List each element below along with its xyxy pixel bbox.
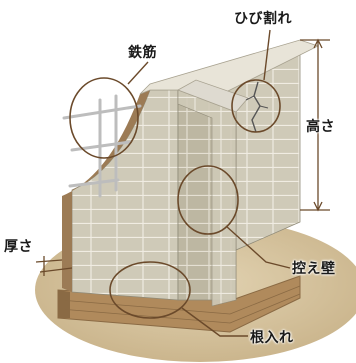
- leader-crack: [263, 29, 271, 81]
- callout-circle-crack: [231, 79, 281, 133]
- crack-branch: [245, 95, 269, 109]
- foundation-footing-side: [58, 290, 70, 318]
- label-crack: ひび割れ: [234, 11, 292, 27]
- callout-circles: [69, 77, 281, 319]
- label-embedment: 根入れ: [250, 330, 294, 346]
- wall-cut-section: [62, 90, 150, 292]
- label-rebar: 鉄筋: [128, 45, 157, 61]
- leader-rebar: [127, 61, 149, 85]
- rebar-bars: [62, 94, 142, 198]
- label-buttress: 控え壁: [292, 261, 336, 277]
- thickness-dimension: [35, 256, 73, 276]
- foundation-brick-lines: [59, 285, 301, 324]
- leader-buttress: [225, 225, 291, 269]
- label-height: 高さ: [306, 119, 335, 135]
- height-dimension: [300, 38, 330, 212]
- leader-lines: [127, 29, 291, 337]
- callout-circle-rebar: [69, 77, 139, 159]
- buttress-top-cap: [177, 79, 249, 113]
- label-thickness: 厚さ: [4, 239, 33, 255]
- callout-circle-buttress: [177, 165, 239, 235]
- wall-top-cap: [139, 39, 320, 101]
- leader-embedment: [181, 307, 248, 337]
- callout-circle-embedment: [109, 261, 191, 319]
